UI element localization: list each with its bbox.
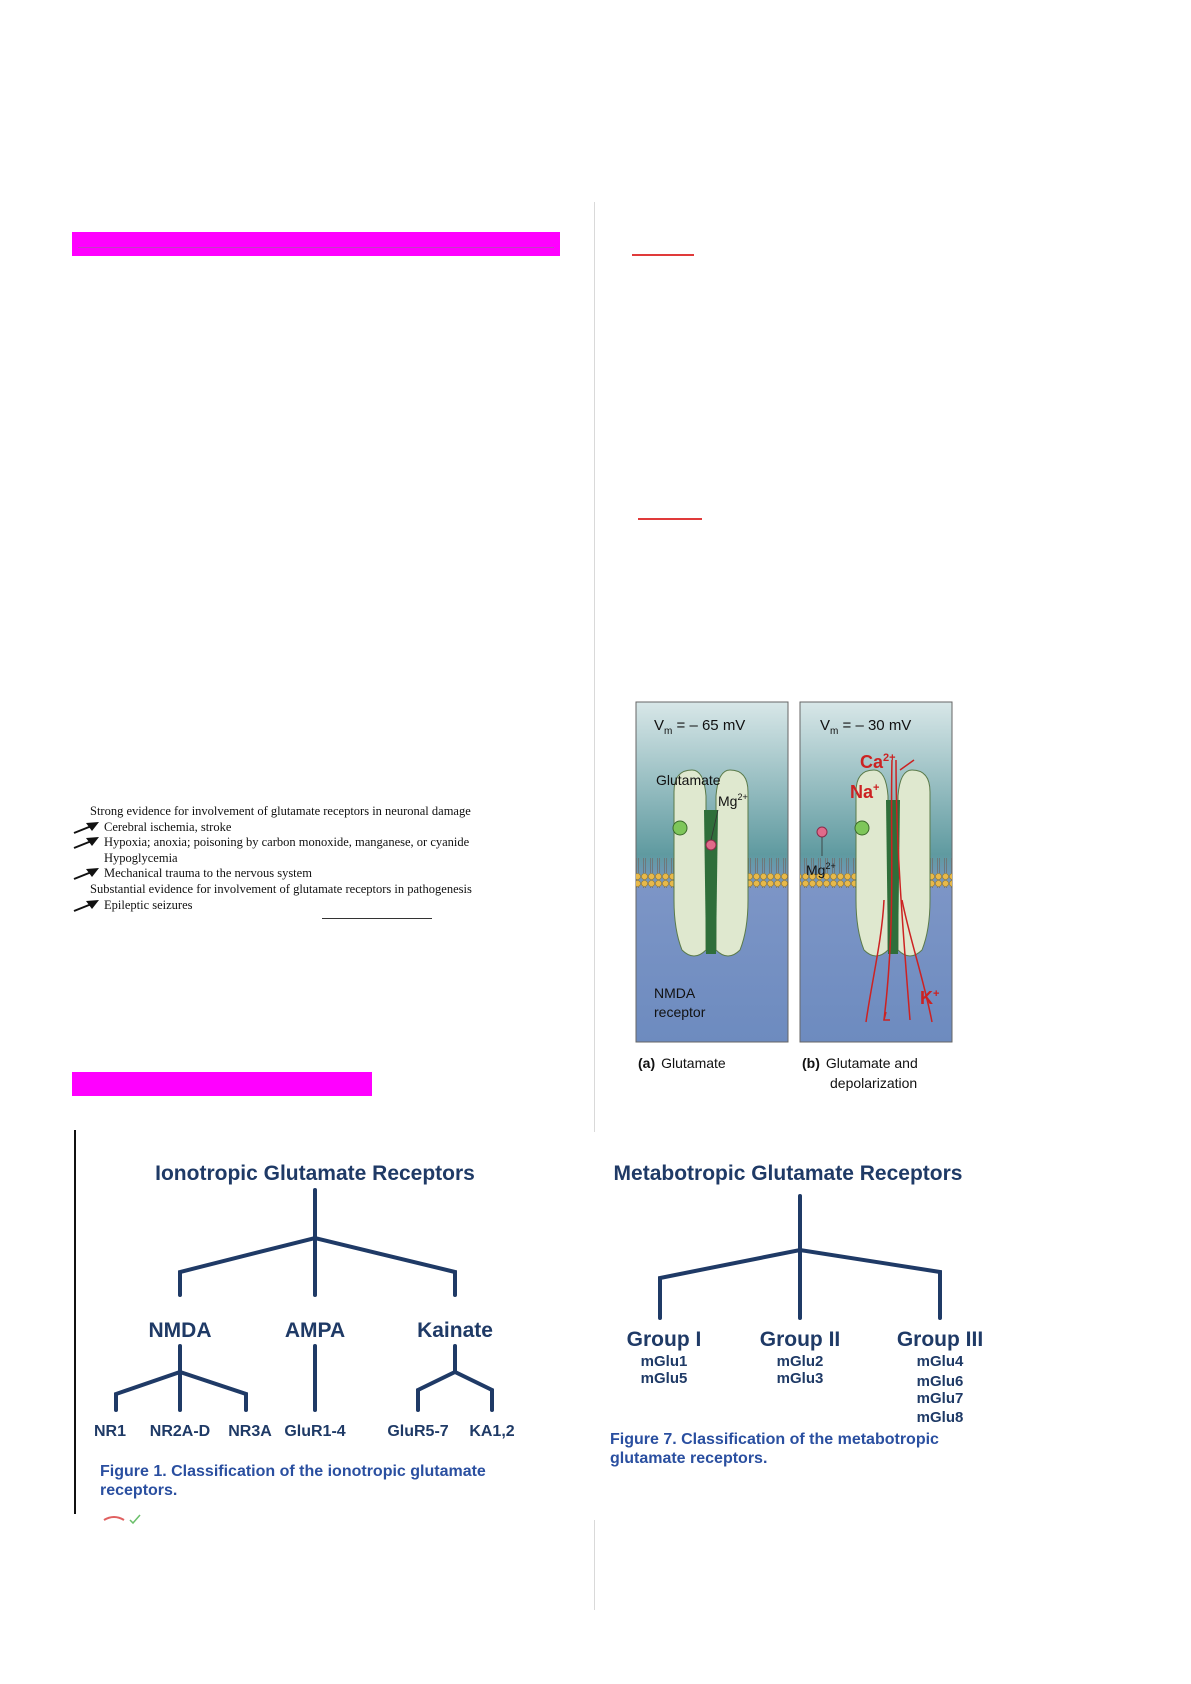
figure-1-caption: Figure 1. Classification of the ionotrop… bbox=[100, 1463, 486, 1480]
left-border-line bbox=[74, 1130, 76, 1514]
svg-text:mGlu2: mGlu2 bbox=[777, 1353, 824, 1370]
svg-text:glutamate receptors.: glutamate receptors. bbox=[610, 1450, 767, 1467]
svg-text:K+: K+ bbox=[920, 988, 939, 1008]
arrow-icon bbox=[73, 821, 99, 834]
evidence-item: Cerebral ischemia, stroke bbox=[72, 820, 532, 836]
section-heading-bar-2 bbox=[72, 1072, 372, 1096]
column-divider-bottom bbox=[594, 1520, 595, 1610]
svg-text:mGlu6: mGlu6 bbox=[917, 1373, 964, 1390]
table-rule bbox=[322, 918, 432, 919]
svg-text:mGlu3: mGlu3 bbox=[777, 1370, 824, 1387]
svg-text:(b)Glutamate and: (b)Glutamate and bbox=[802, 1055, 918, 1071]
subunit: GluR1-4 bbox=[284, 1423, 345, 1440]
evidence-heading-1: Strong evidence for involvement of gluta… bbox=[90, 804, 471, 818]
svg-text:depolarization: depolarization bbox=[830, 1075, 917, 1091]
svg-text:Mg2+: Mg2+ bbox=[806, 861, 836, 878]
evidence-item: Mechanical trauma to the nervous system bbox=[72, 866, 532, 882]
svg-text:Mg2+: Mg2+ bbox=[718, 792, 748, 809]
figure-7-caption: Figure 7. Classification of the metabotr… bbox=[610, 1431, 939, 1448]
evidence-heading-2: Substantial evidence for involvement of … bbox=[90, 881, 472, 896]
svg-text:mGlu4: mGlu4 bbox=[917, 1353, 964, 1370]
nmda-receptor-figure: Vm = – 65 mV Glutamate Mg2+ NMDA recepto… bbox=[635, 701, 953, 1091]
subunit: NR3A bbox=[228, 1423, 272, 1440]
group-kainate: Kainate bbox=[417, 1319, 493, 1342]
ionotropic-title: Ionotropic Glutamate Receptors bbox=[155, 1162, 475, 1185]
subunit: NR2A-D bbox=[150, 1423, 210, 1440]
group-2: Group II bbox=[760, 1328, 841, 1351]
red-underline-2 bbox=[638, 518, 702, 520]
svg-text:Ca2+: Ca2+ bbox=[860, 752, 896, 772]
group-3: Group III bbox=[897, 1328, 983, 1351]
svg-text:mGlu1: mGlu1 bbox=[641, 1353, 688, 1370]
svg-text:Vm = – 30 mV: Vm = – 30 mV bbox=[820, 717, 911, 737]
metabotropic-classification-figure: Metabotropic Glutamate Receptors Group I… bbox=[610, 1162, 983, 1467]
svg-text:(a)Glutamate: (a)Glutamate bbox=[638, 1055, 726, 1071]
arrow-icon bbox=[73, 899, 99, 912]
column-divider-top bbox=[594, 202, 595, 1132]
panel-depolarized: Vm = – 30 mV Ca2+ Na+ Mg2+ K+ bbox=[799, 701, 953, 1043]
svg-text:Na+: Na+ bbox=[850, 782, 879, 802]
svg-text:receptor: receptor bbox=[654, 1004, 706, 1020]
glutamate-label: Glutamate bbox=[656, 772, 721, 788]
arrow-icon bbox=[73, 868, 99, 881]
panel-resting: Vm = – 65 mV Glutamate Mg2+ NMDA recepto… bbox=[635, 701, 789, 1043]
evidence-item: Hypoxia; anoxia; poisoning by carbon mon… bbox=[72, 835, 532, 851]
svg-text:mGlu8: mGlu8 bbox=[917, 1409, 964, 1426]
section-heading-bar-1 bbox=[72, 232, 560, 256]
subunit: GluR5-7 bbox=[387, 1423, 448, 1440]
group-ampa: AMPA bbox=[285, 1319, 345, 1342]
evidence-item: Epileptic seizures bbox=[72, 898, 532, 914]
subunit: KA1,2 bbox=[469, 1423, 514, 1440]
heading-underline bbox=[78, 247, 554, 248]
svg-text:mGlu7: mGlu7 bbox=[917, 1390, 964, 1407]
svg-text:mGlu5: mGlu5 bbox=[641, 1370, 688, 1387]
evidence-item: Hypoglycemia bbox=[104, 850, 178, 865]
evidence-table: Strong evidence for involvement of gluta… bbox=[72, 804, 532, 913]
check-mark-icon bbox=[103, 1514, 141, 1525]
subunit: NR1 bbox=[94, 1423, 126, 1440]
group-1: Group I bbox=[627, 1328, 702, 1351]
arrow-icon bbox=[73, 837, 99, 850]
svg-text:Vm = – 65 mV: Vm = – 65 mV bbox=[654, 717, 745, 737]
svg-text:receptors.: receptors. bbox=[100, 1482, 177, 1499]
red-underline-1 bbox=[632, 254, 694, 256]
ionotropic-classification-figure: Ionotropic Glutamate Receptors NMDA AMPA… bbox=[94, 1162, 515, 1499]
group-nmda: NMDA bbox=[149, 1319, 212, 1342]
metabotropic-title: Metabotropic Glutamate Receptors bbox=[614, 1162, 963, 1185]
svg-text:NMDA: NMDA bbox=[654, 985, 696, 1001]
